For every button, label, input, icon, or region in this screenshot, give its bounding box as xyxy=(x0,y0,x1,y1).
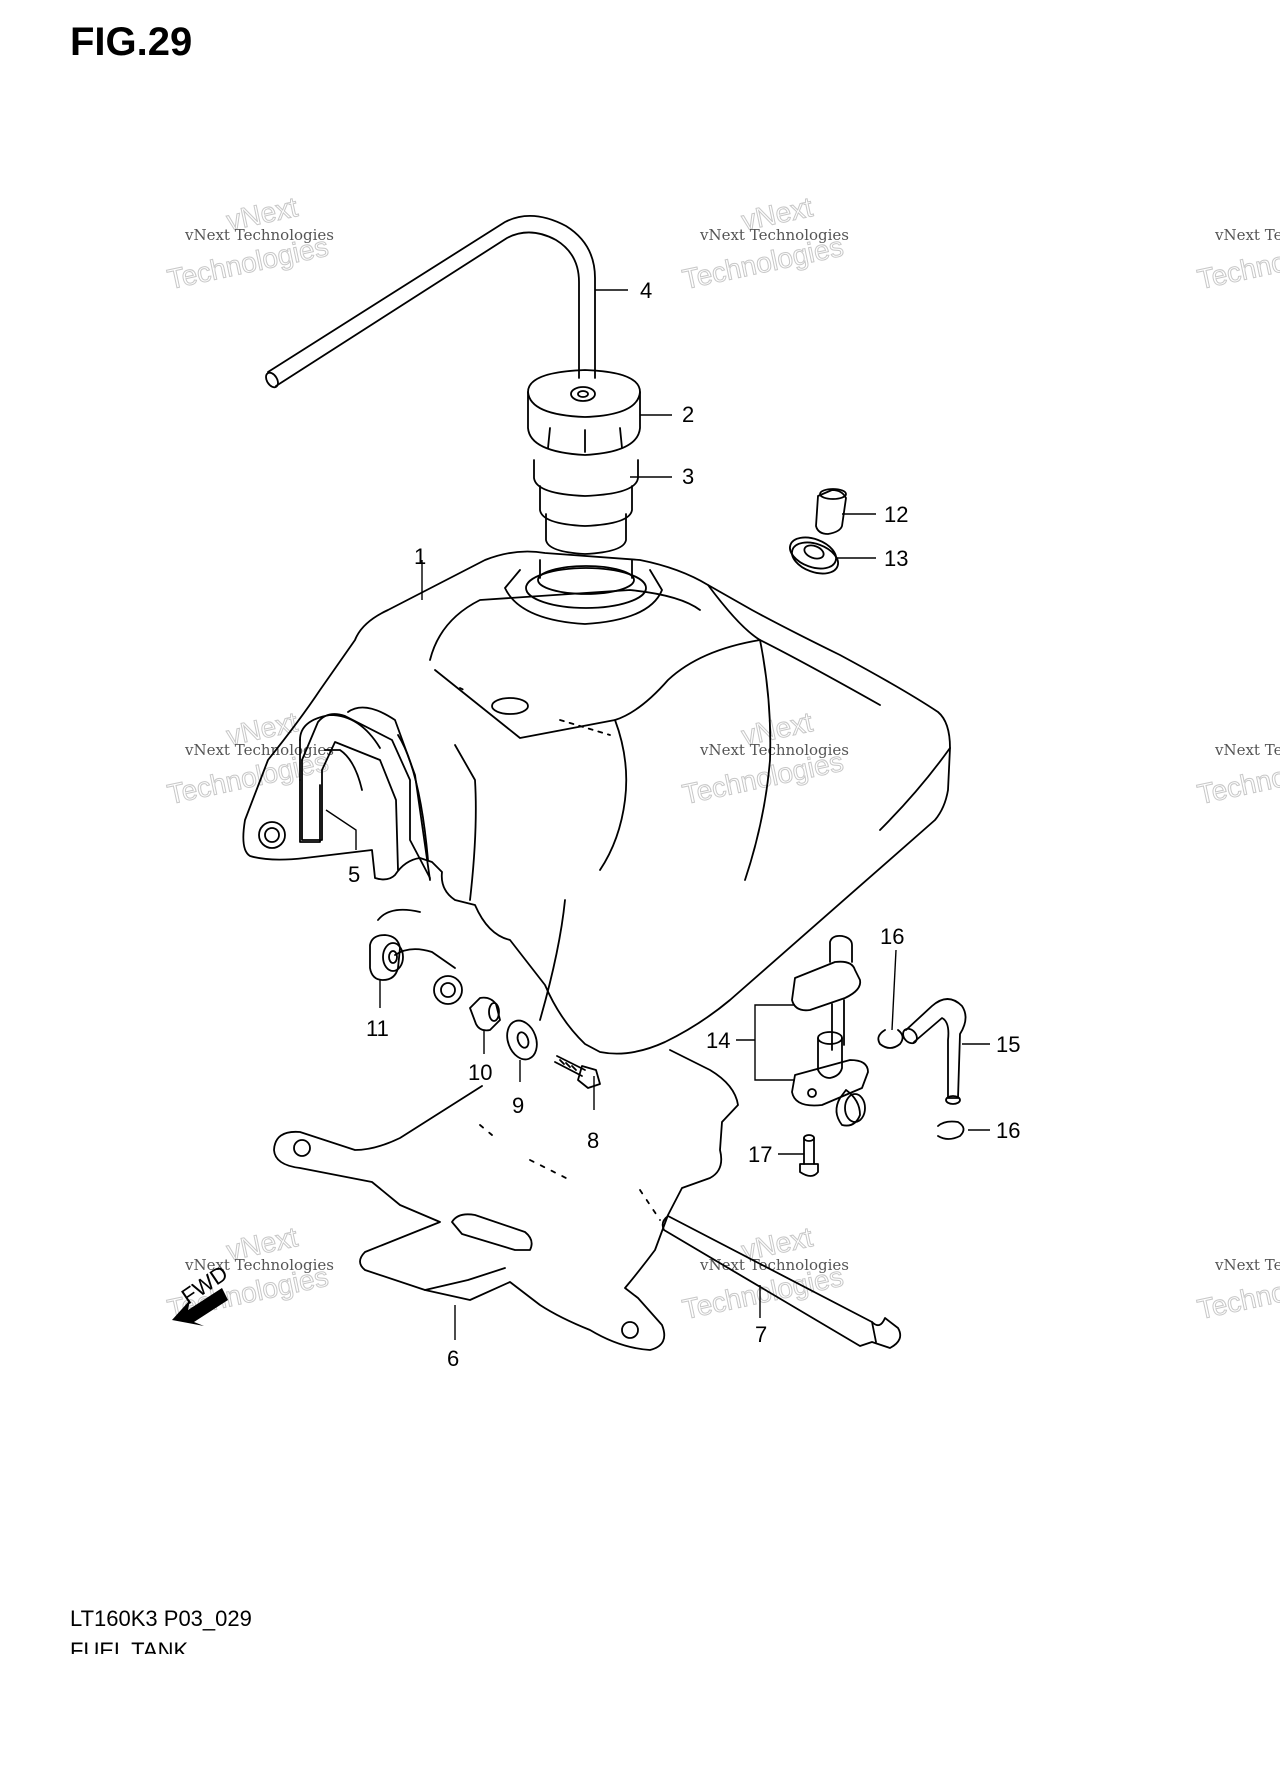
tank-bracket-insert xyxy=(301,713,431,879)
watermark: Technologies vNext Technologies xyxy=(1194,226,1280,296)
watermark-text: vNext Technologies xyxy=(1214,1256,1280,1274)
callout-7: 7 xyxy=(755,1322,767,1347)
watermark-text: vNext Technologies xyxy=(699,226,849,244)
figure-title: FIG.29 xyxy=(70,20,193,64)
callout-11: 11 xyxy=(366,1016,389,1041)
callout-9: 9 xyxy=(512,1093,524,1118)
callout-15: 15 xyxy=(996,1032,1020,1057)
watermark: Technologies vNext vNext Technologies xyxy=(679,706,849,811)
callout-2: 2 xyxy=(682,402,694,427)
watermark: Technologies vNext vNext Technologies xyxy=(679,191,849,296)
fuel-cap xyxy=(527,369,641,456)
watermark-text: vNext Technologies xyxy=(699,741,849,759)
watermark: Technologies vNext Technologies xyxy=(1194,741,1280,811)
breather-hose xyxy=(265,214,596,389)
hose-clamp-16b xyxy=(937,1120,965,1140)
fuel-hose-15 xyxy=(902,998,967,1105)
forward-arrow: FWD xyxy=(172,1260,232,1326)
cap-gasket xyxy=(533,459,639,555)
hose-clamp-16a xyxy=(877,1029,904,1049)
callout-10: 10 xyxy=(468,1060,492,1085)
screw-17 xyxy=(799,1134,819,1177)
cushion-12 xyxy=(815,488,847,535)
callout-14: 14 xyxy=(706,1028,730,1053)
watermark-text: vNext Technologies xyxy=(184,226,334,244)
callout-16b: 16 xyxy=(996,1118,1020,1143)
callout-labels: 1 2 3 4 5 6 7 8 9 10 11 12 13 14 15 16 1… xyxy=(348,278,1020,1371)
watermark: Technologies vNext vNext Technologies xyxy=(164,191,334,296)
bolt-8 xyxy=(554,1055,601,1089)
callout-4: 4 xyxy=(640,278,652,303)
grommet-13 xyxy=(789,536,839,575)
callout-6: 6 xyxy=(447,1346,459,1371)
bracket-plate-6 xyxy=(273,1049,739,1351)
fuel-tank xyxy=(242,550,951,1055)
callout-5: 5 xyxy=(348,862,360,887)
clamp-strap-7 xyxy=(661,1215,902,1349)
fuel-valve-14 xyxy=(791,934,869,1127)
leader-lines xyxy=(325,289,990,1340)
diagram-subtitle: FUEL TANK xyxy=(70,1638,189,1654)
grommet-11 xyxy=(369,934,404,981)
callout-8: 8 xyxy=(587,1128,599,1153)
watermark: Technologies vNext vNext Technologies xyxy=(679,1221,849,1326)
model-code: LT160K3 P03_029 xyxy=(70,1606,252,1631)
watermark-text: vNext Technologies xyxy=(699,1256,849,1274)
callout-16a: 16 xyxy=(880,924,904,949)
callout-13: 13 xyxy=(884,546,908,571)
watermark-text: vNext Technologies xyxy=(1214,741,1280,759)
callout-3: 3 xyxy=(682,464,694,489)
collar-10 xyxy=(469,996,501,1032)
watermark-group: Technologies vNext vNext Technologies Te… xyxy=(164,191,1280,1326)
callout-12: 12 xyxy=(884,502,908,527)
watermark-text: vNext Technologies xyxy=(184,741,334,759)
watermark-text: vNext Technologies xyxy=(1214,226,1280,244)
watermark: Technologies vNext Technologies xyxy=(1194,1256,1280,1326)
washer-9 xyxy=(506,1019,538,1061)
callout-17: 17 xyxy=(748,1142,772,1167)
callout-1: 1 xyxy=(414,544,426,569)
watermark-text: vNext Technologies xyxy=(184,1256,334,1274)
